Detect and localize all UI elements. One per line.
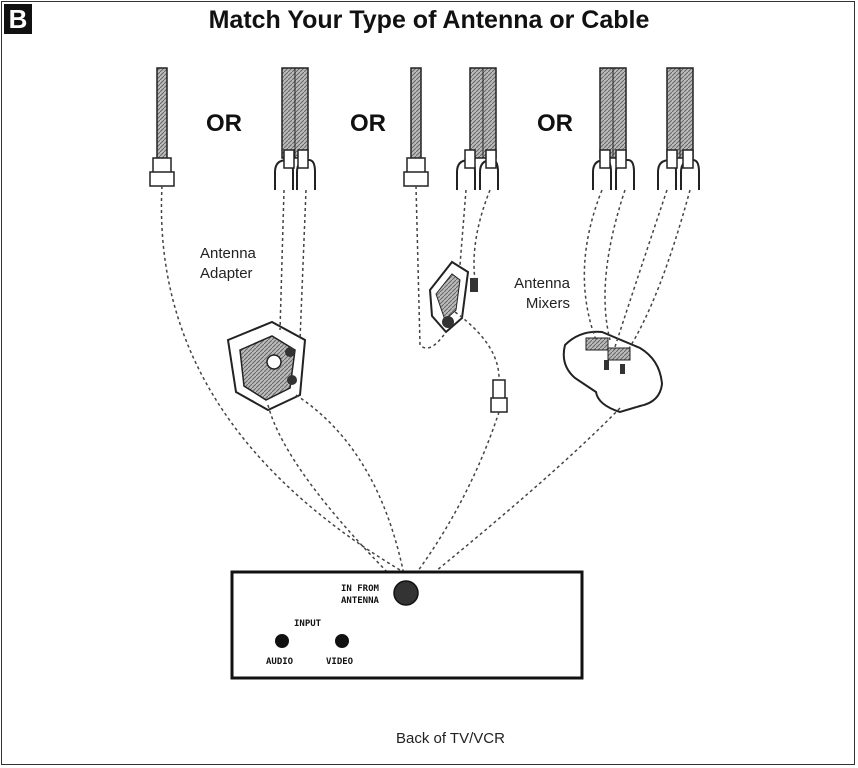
- antenna-adapter-label-line1: Antenna: [200, 245, 256, 262]
- antenna-mixers-label: Antenna Mixers: [500, 274, 570, 314]
- in-from-antenna-line2: ANTENNA: [341, 596, 379, 606]
- coax-cable-2: [403, 67, 429, 187]
- twin-lead-3: [592, 67, 635, 190]
- antenna-mixer-2: [562, 330, 664, 414]
- antenna-mixers-label-line1: Antenna: [514, 275, 570, 292]
- antenna-mixers-label-line2: Mixers: [525, 295, 570, 312]
- coax-plug: [490, 379, 508, 413]
- wires: [160, 185, 691, 586]
- input-label: INPUT: [294, 619, 322, 629]
- antenna-adapter-label: Antenna Adapter: [200, 244, 256, 284]
- or-label-2: OR: [350, 110, 386, 137]
- antenna-mixer-1: [428, 260, 478, 334]
- section-badge: B: [4, 4, 32, 34]
- antenna-adapter-label-line2: Adapter: [200, 265, 253, 282]
- caption-back-of-tv-vcr: Back of TV/VCR: [396, 730, 505, 747]
- in-from-antenna-line1: IN FROM: [341, 584, 379, 594]
- in-from-antenna-label: IN FROM ANTENNA: [341, 583, 379, 607]
- twin-lead-4: [657, 67, 700, 190]
- twin-lead-1: [274, 67, 316, 190]
- diagram-title: Match Your Type of Antenna or Cable: [208, 6, 650, 34]
- audio-label: AUDIO: [266, 657, 294, 667]
- twin-lead-2: [456, 67, 499, 190]
- or-label-3: OR: [537, 110, 573, 137]
- or-label-1: OR: [206, 110, 242, 137]
- coax-cable-1: [149, 67, 175, 187]
- video-label: VIDEO: [326, 657, 354, 667]
- antenna-adapter-device: [226, 320, 307, 412]
- tv-vcr-back-panel: [230, 570, 584, 680]
